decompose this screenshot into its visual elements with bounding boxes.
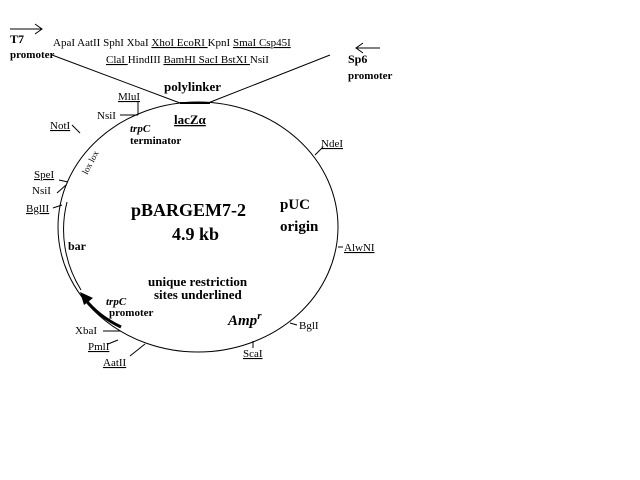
site-clai: ClaI	[106, 54, 128, 66]
trpc-promoter-label: promoter	[109, 307, 154, 319]
site-csp45i: Csp45I	[259, 37, 291, 49]
site-aatii-map: AatII	[103, 357, 127, 369]
site-mlui: MluI	[118, 91, 140, 103]
site-smai: SmaI	[233, 37, 259, 49]
site-bglii: BglII	[26, 203, 50, 215]
site-hindiii: HindIII	[128, 54, 164, 66]
site-alwni: AlwNI	[344, 242, 375, 254]
plasmid-name: pBARGEM7-2	[131, 200, 246, 220]
trpc-terminator-label: terminator	[130, 135, 181, 147]
site-bamhi: BamHI	[163, 54, 198, 66]
site-ndei: NdeI	[321, 138, 343, 150]
site-apai: ApaI	[53, 37, 77, 49]
site-kpni: KpnI	[208, 37, 233, 49]
site-bstxi: BstXI	[221, 54, 250, 66]
note-line-2: sites underlined	[154, 287, 243, 302]
polylinker-row-1: ApaI AatII SphI XbaI XhoI EcoRI KpnI Sma…	[53, 37, 291, 49]
t7-arrow-icon	[10, 23, 43, 35]
site-scai: ScaI	[243, 348, 263, 360]
polylinker-label: polylinker	[164, 79, 221, 94]
note-line-1: unique restriction	[148, 274, 248, 289]
puc-label: pUC	[280, 197, 310, 213]
site-bgli: BglI	[299, 320, 319, 332]
amp-label: Ampr	[227, 310, 262, 329]
trpc-promoter-gene: trpC	[106, 296, 127, 308]
t7-promoter-label: promoter	[10, 49, 55, 61]
site-spei: SpeI	[34, 169, 55, 181]
trpc-terminator-gene: trpC	[130, 123, 151, 135]
lox-label: lox lox	[80, 149, 101, 176]
site-nsii-1: NsiI	[97, 110, 116, 122]
origin-label: origin	[280, 219, 319, 235]
site-nsii: NsiI	[250, 54, 269, 66]
site-aatii: AatII	[77, 37, 103, 49]
bar-gene-inner-line	[63, 201, 82, 291]
site-saci: SacI	[199, 54, 221, 66]
sp6-arrow-icon	[355, 42, 380, 54]
sp6-label: Sp6	[348, 52, 367, 66]
site-xbai: XbaI	[127, 37, 152, 49]
arrowhead-icon	[80, 292, 93, 305]
site-pmli: PmlI	[88, 341, 110, 353]
lacz-label: lacZα	[174, 112, 207, 127]
site-xhoi: XhoI	[151, 37, 176, 49]
t7-label: T7	[10, 32, 24, 46]
site-ecori: EcoRI	[177, 37, 208, 49]
sp6-promoter-label: promoter	[348, 70, 393, 82]
site-ticks	[52, 102, 343, 357]
site-sphi: SphI	[103, 37, 127, 49]
t7-connector-line	[51, 54, 181, 104]
bar-label: bar	[68, 239, 87, 253]
site-nsii-2: NsiI	[32, 185, 51, 197]
sp6-connector-line	[207, 54, 331, 104]
plasmid-size: 4.9 kb	[172, 224, 219, 244]
site-xbai-map: XbaI	[75, 325, 97, 337]
site-noti: NotI	[50, 120, 71, 132]
polylinker-row-2: ClaI HindIII BamHI SacI BstXI NsiI	[106, 54, 269, 66]
